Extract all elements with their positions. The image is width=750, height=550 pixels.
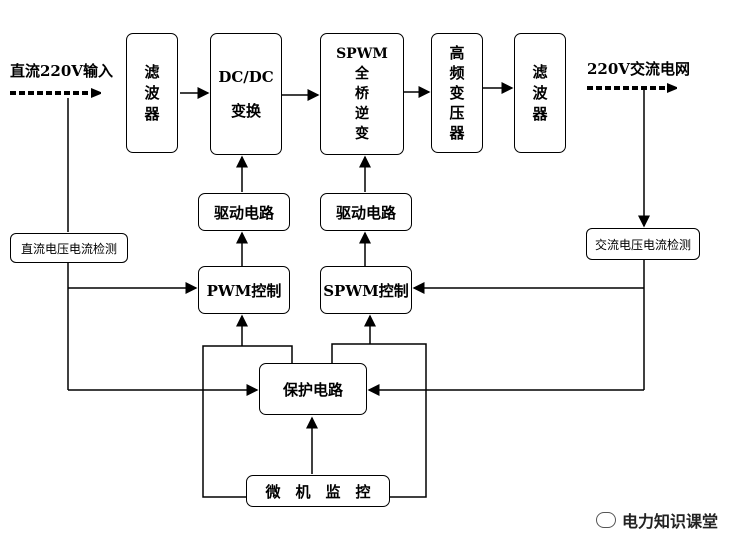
protection-circuit-block: 保护电路 <box>259 363 367 415</box>
pwm-control-block: PWM控制 <box>198 266 290 314</box>
wechat-icon <box>596 512 616 528</box>
ac-detection-block: 交流电压电流检测 <box>586 228 700 260</box>
output-label: 220V交流电网 <box>587 60 690 78</box>
watermark-text: 电力知识课堂 <box>622 512 719 531</box>
driver-circuit-1: 驱动电路 <box>198 193 290 231</box>
hf-transformer-block: 高频变压器 <box>431 33 483 153</box>
driver-circuit-2: 驱动电路 <box>320 193 412 231</box>
spwm-control-block: SPWM控制 <box>320 266 412 314</box>
watermark: 电力知识课堂 <box>596 508 718 532</box>
filter-block-2: 滤波器 <box>514 33 566 153</box>
input-label: 直流220V输入 <box>10 62 113 80</box>
mcu-monitor-block: 微 机 监 控 <box>246 475 390 507</box>
dc-detection-block: 直流电压电流检测 <box>10 233 128 263</box>
filter-block-1: 滤波器 <box>126 33 178 153</box>
